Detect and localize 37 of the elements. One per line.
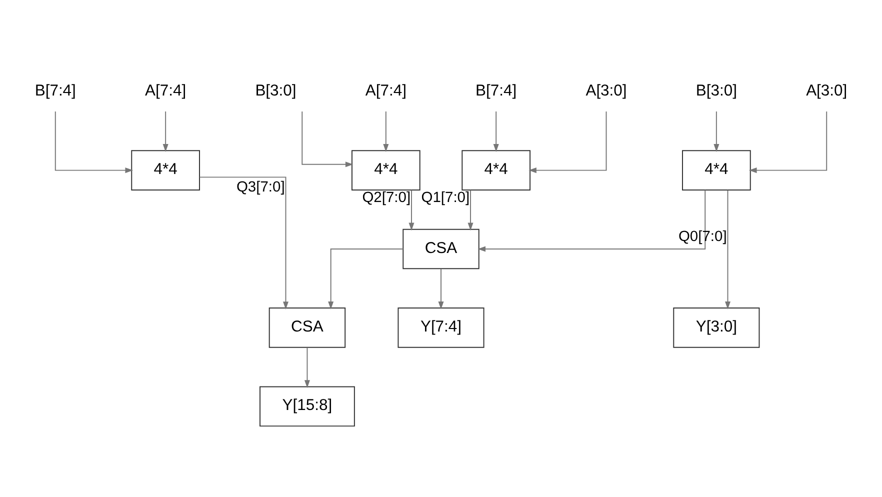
- node-box: CSA: [402, 228, 480, 269]
- node-box: Y[7:4]: [398, 307, 484, 348]
- edge-label: Q3[7:0]: [236, 179, 285, 196]
- node-text: B[7:4]: [34, 82, 76, 99]
- node-text: B[3:0]: [696, 82, 737, 99]
- arrow: [302, 110, 354, 167]
- edge-label: Q0[7:0]: [678, 228, 727, 245]
- arrow: [162, 110, 168, 152]
- arrow: [408, 189, 414, 230]
- node-text: A[3:0]: [586, 82, 627, 99]
- arrow: [54, 110, 134, 173]
- arrow: [199, 176, 288, 310]
- node-box: 4*4: [682, 150, 751, 190]
- node-text: A[7:4]: [145, 82, 186, 99]
- node-box: Y[15:8]: [260, 386, 355, 426]
- node-text: B[3:0]: [255, 82, 296, 99]
- node-box: 4*4: [462, 150, 531, 190]
- arrow: [724, 189, 730, 309]
- node-box: Y[3:0]: [673, 307, 760, 348]
- node-text: A[7:4]: [365, 82, 406, 99]
- node-box: 4*4: [131, 150, 200, 190]
- arrow: [714, 110, 720, 152]
- node-box: CSA: [268, 307, 346, 348]
- arrow: [528, 110, 607, 173]
- node-text: B[7:4]: [476, 82, 517, 99]
- edge-label: Q2[7:0]: [362, 189, 411, 206]
- edge-label: Q1[7:0]: [421, 189, 470, 206]
- arrow: [438, 268, 444, 309]
- arrow: [478, 189, 706, 252]
- arrow: [328, 248, 404, 309]
- arrow: [468, 189, 474, 230]
- node-text: A[3:0]: [806, 82, 848, 99]
- arrow: [383, 110, 389, 152]
- node-box: 4*4: [351, 150, 420, 190]
- arrow: [304, 346, 310, 388]
- arrow: [748, 110, 828, 173]
- arrow: [493, 110, 499, 152]
